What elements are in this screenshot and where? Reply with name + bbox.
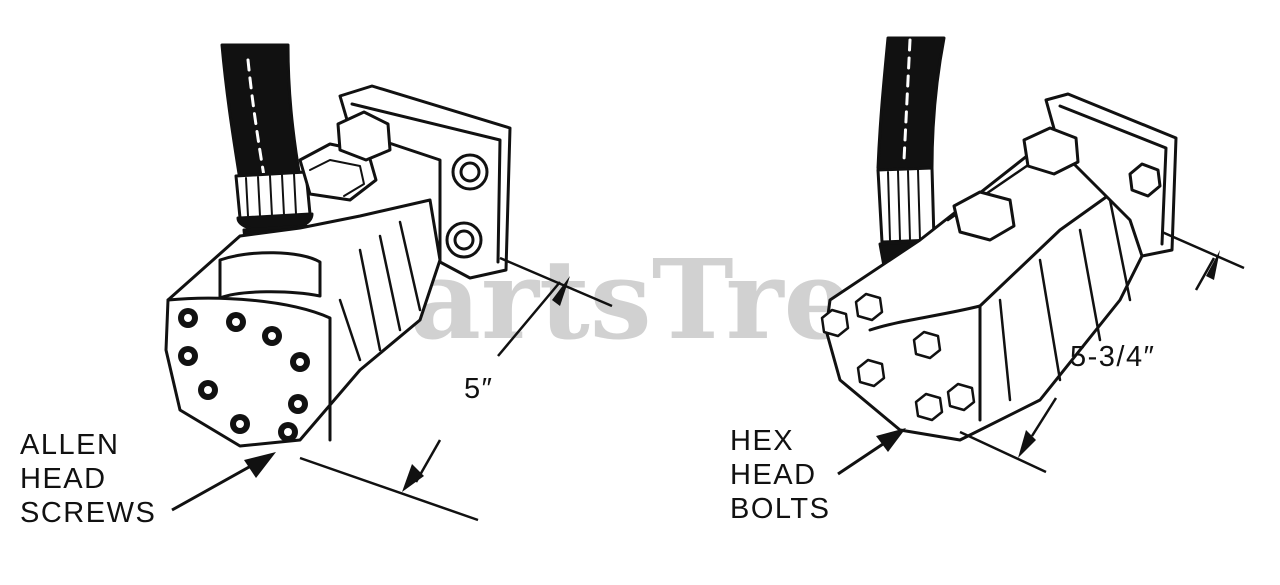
- left-top-hex-bolt-2: [336, 110, 392, 162]
- left-flange-bolt-2: [445, 221, 483, 259]
- right-dimension-arrowheads: [1018, 250, 1220, 458]
- right-leader-arrow: [837, 428, 906, 476]
- hex-label-line-2: HEAD: [730, 459, 817, 491]
- right-hose-icon: [876, 36, 946, 170]
- left-flange-bolt-1: [451, 153, 489, 191]
- left-dimension-arrowheads: [402, 276, 570, 492]
- allen-label-line-3: SCREWS: [20, 497, 157, 529]
- allen-label-line-2: HEAD: [20, 463, 107, 495]
- allen-head-screws-label: ALLEN HEAD SCREWS: [20, 428, 156, 530]
- hex-label-line-1: HEX: [730, 425, 795, 457]
- left-leader-arrow: [171, 452, 276, 512]
- allen-label-line-1: ALLEN: [20, 429, 120, 461]
- hex-bolt-icon: [820, 292, 976, 422]
- hex-head-bolts-label: HEX HEAD BOLTS: [730, 424, 830, 526]
- right-flange-bolt: [1128, 162, 1162, 198]
- right-hydraulic-motor: [820, 36, 1178, 442]
- left-hose-icon: [220, 43, 302, 182]
- left-hydraulic-motor: [164, 43, 512, 448]
- right-top-hex-bolt-2: [1022, 126, 1080, 176]
- left-dimension-label: 5″: [464, 373, 494, 405]
- right-top-hex-bolt-1: [952, 190, 1016, 242]
- right-dimension-lines: [959, 230, 1245, 474]
- right-dimension-label: 5-3/4″: [1070, 341, 1156, 373]
- hex-label-line-3: BOLTS: [730, 493, 831, 525]
